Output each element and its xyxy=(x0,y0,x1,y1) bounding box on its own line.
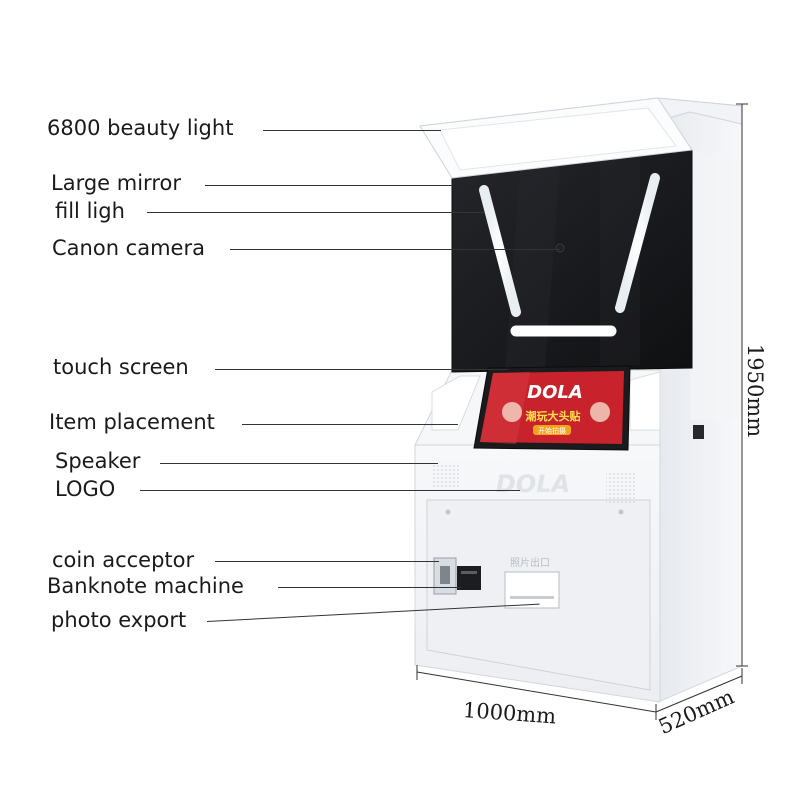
screen-brand-text: DOLA xyxy=(527,382,583,403)
callout-coin-acceptor: coin acceptor xyxy=(52,550,194,571)
callout-photo-export: photo export xyxy=(51,610,186,631)
callout-large-mirror: Large mirror xyxy=(51,173,181,194)
leader-speaker xyxy=(160,463,438,464)
leader-touch-screen xyxy=(215,369,508,370)
speaker-right-icon xyxy=(606,472,636,504)
leader-coin-acceptor xyxy=(215,561,439,562)
callout-item-placement: Item placement xyxy=(49,412,215,433)
leader-canon-camera xyxy=(230,249,560,250)
side-vent-icon xyxy=(693,425,704,439)
leader-beauty-light xyxy=(263,130,441,131)
cabinet-logo: DOLA xyxy=(496,470,570,498)
callout-speaker: Speaker xyxy=(55,451,140,472)
leader-item-placement xyxy=(242,424,458,425)
screen-subtitle-text: 潮玩大头贴 xyxy=(526,409,581,423)
callout-fill-light: fill ligh xyxy=(55,201,125,222)
speaker-left-icon xyxy=(433,463,459,487)
callout-beauty-light: 6800 beauty light xyxy=(47,118,233,139)
leader-fill-light xyxy=(147,212,484,213)
callout-banknote-machine: Banknote machine xyxy=(47,576,244,597)
photo-slot-label: 照片出口 xyxy=(510,556,550,569)
dimension-height: 1950mm xyxy=(744,344,765,437)
callout-logo: LOGO xyxy=(55,479,115,500)
callout-touch-screen: touch screen xyxy=(53,357,189,378)
camera-lens-icon xyxy=(556,244,564,252)
callout-canon-camera: Canon camera xyxy=(52,238,205,259)
touch-screen: DOLA 潮玩大头贴 开始拍摄 xyxy=(474,366,630,450)
leader-large-mirror xyxy=(205,185,453,186)
large-mirror xyxy=(452,150,692,372)
leader-banknote-machine xyxy=(278,587,461,588)
screen-start-button: 开始拍摄 xyxy=(538,426,566,435)
leader-logo xyxy=(140,490,520,491)
